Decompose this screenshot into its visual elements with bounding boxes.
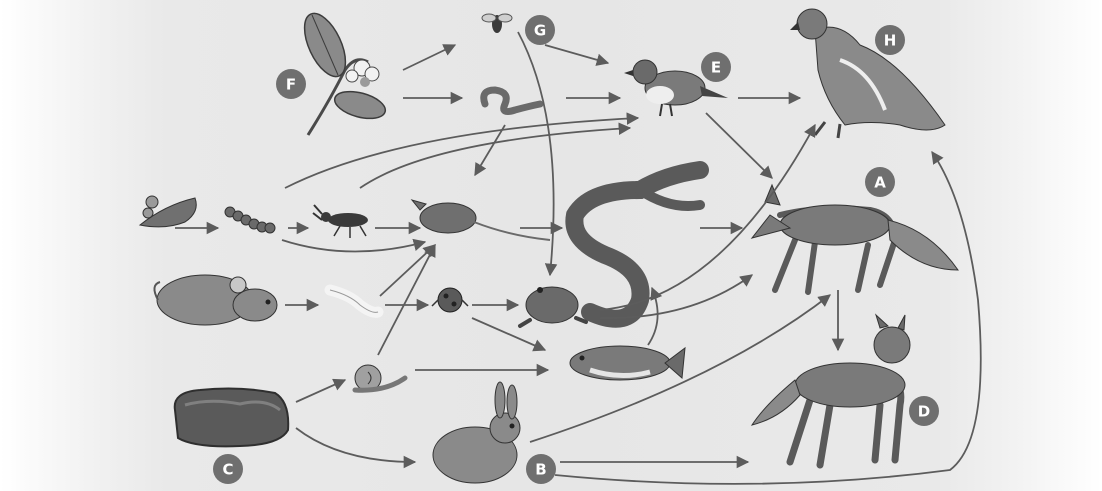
arrow-ladybird-to-fish — [472, 318, 545, 350]
label-a: A — [865, 167, 895, 197]
rabbit-illustration — [433, 382, 520, 483]
label-a-text: A — [874, 174, 886, 192]
arrow-snail-to-shrew — [378, 245, 435, 355]
label-f-text: F — [286, 76, 296, 94]
fox-d-illustration — [752, 315, 910, 465]
label-e-text: E — [711, 59, 721, 77]
maggot-illustration — [330, 290, 378, 312]
snail-illustration — [355, 365, 405, 391]
plant-f-illustration — [296, 7, 388, 135]
arrow-beetle-to-sparrow — [360, 128, 630, 188]
caterpillar-illustration — [225, 207, 275, 233]
arrow-moss-to-snail — [296, 380, 345, 402]
label-f: F — [276, 69, 306, 99]
mouse-illustration — [154, 275, 277, 325]
moss-illustration — [175, 389, 289, 447]
beetle-illustration — [313, 205, 368, 238]
arrow-fly-to-sparrow — [545, 45, 608, 63]
arrow-caterpillar-to-shrew — [282, 240, 425, 252]
label-b-text: B — [535, 461, 546, 479]
ladybird-illustration — [432, 288, 468, 312]
arrow-sparrow-to-fox-a — [706, 113, 772, 178]
arrow-maggot-to-shrew — [380, 245, 435, 296]
label-b: B — [526, 454, 556, 484]
oak-leaf-illustration — [140, 196, 196, 227]
label-h: H — [875, 25, 905, 55]
arrow-plant-to-fly — [403, 45, 455, 70]
arrow-moss-to-rabbit — [296, 428, 415, 462]
shrew-illustration — [412, 200, 550, 240]
fox-a-illustration — [752, 185, 958, 292]
label-c-text: C — [222, 461, 233, 479]
earthworm-illustration — [484, 90, 540, 112]
label-g-text: G — [534, 22, 546, 40]
hawk-illustration — [790, 9, 945, 138]
label-g: G — [525, 15, 555, 45]
label-d: D — [909, 396, 939, 426]
label-h-text: H — [884, 32, 897, 50]
arrow-caterpillar-to-sparrow — [285, 118, 638, 188]
fish-illustration — [570, 346, 685, 380]
frog-illustration — [520, 287, 586, 326]
label-d-text: D — [918, 403, 930, 421]
label-c: C — [213, 454, 243, 484]
label-e: E — [701, 52, 731, 82]
fly-illustration — [482, 14, 512, 33]
snake-illustration — [574, 170, 700, 319]
